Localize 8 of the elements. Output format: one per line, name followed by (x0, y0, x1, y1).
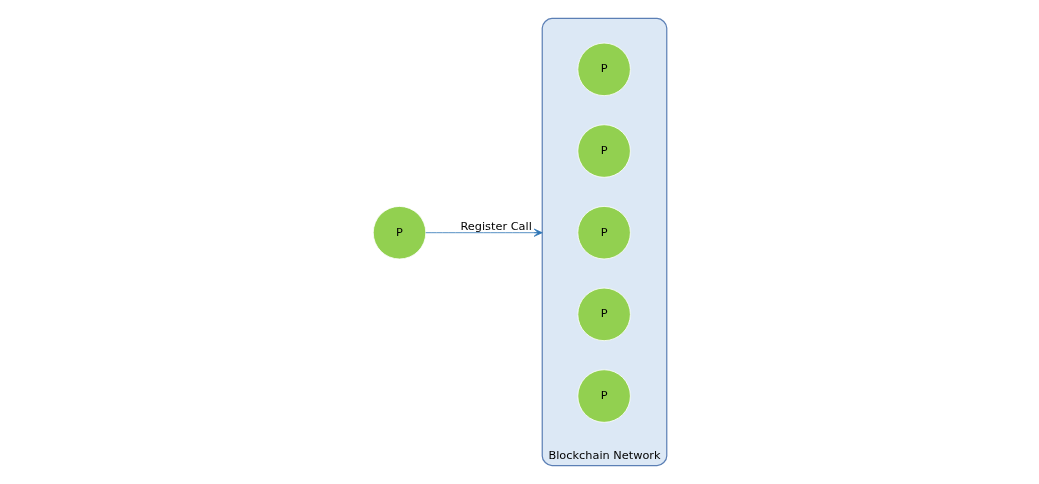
node-circle: P (576, 42, 631, 97)
edge-label: Register Call (460, 218, 532, 233)
node-circle: P (576, 287, 631, 342)
arrow (424, 228, 543, 237)
node-circle: P (576, 124, 631, 178)
node-circle: P (576, 369, 631, 423)
node-circle: P (372, 206, 426, 260)
node-circle: P (576, 206, 631, 260)
